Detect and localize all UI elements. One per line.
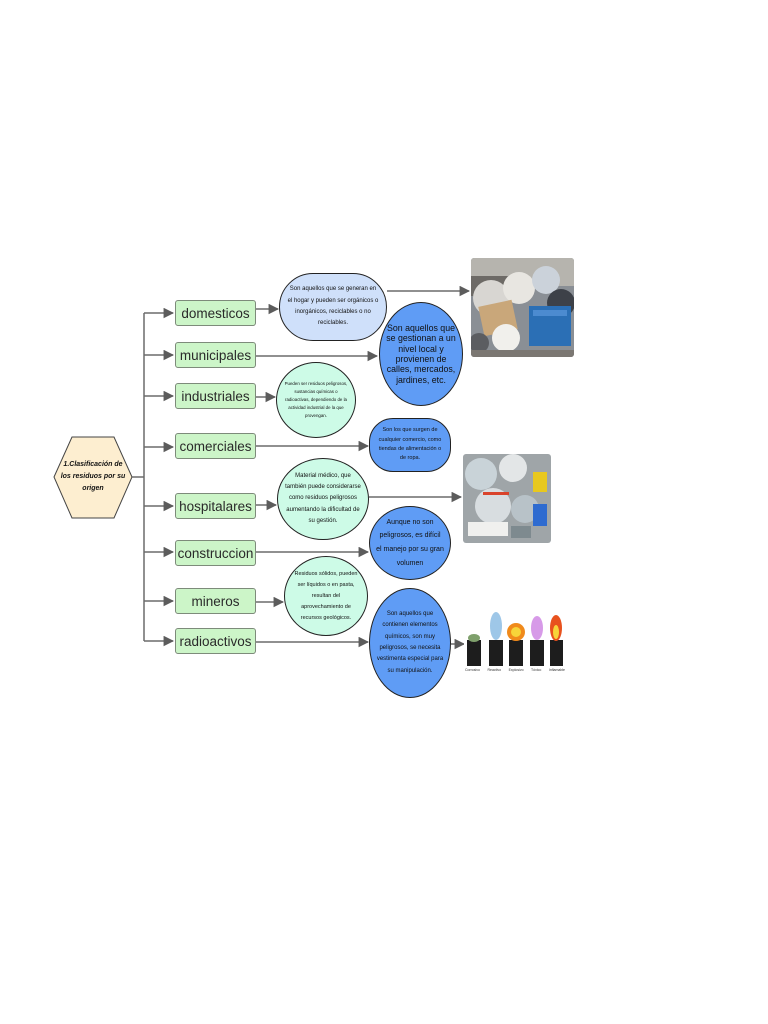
garbage-pile-photo [471,258,574,357]
category-label: domesticos [181,305,250,321]
description-text: Son los que surgen de cualquier comercio… [378,427,442,462]
hazard-drums-illustration [464,604,564,666]
category-mineros: mineros [175,588,256,614]
description-text: Pueden ser residuos peligrosos, sustanci… [284,381,348,418]
category-label: comerciales [179,438,252,454]
description-hospitalares: Material médico, que también puede consi… [277,458,369,540]
category-construccion: construccion [175,540,256,566]
category-label: industriales [181,388,250,404]
category-radioactivos: radioactivos [175,628,256,654]
hazard-label: Explosivo [508,668,524,672]
category-label: hospitalares [179,498,252,514]
description-text: Aunque no son peligrosos, es difícil el … [376,518,444,567]
description-municipales: Son aquellos que se gestionan a un nivel… [379,302,463,406]
hazard-labels: Corrosivo Reactivo Explosivo Tóxico Infl… [465,668,565,672]
root-label: 1.Clasificación de los residuos por su o… [60,461,126,492]
description-industriales: Pueden ser residuos peligrosos, sustanci… [276,362,356,438]
category-label: mineros [191,593,240,609]
hazard-label: Inflamable [548,668,565,672]
hazard-label: Reactivo [487,668,502,672]
category-domesticos: domesticos [175,300,256,326]
description-construccion: Aunque no son peligrosos, es difícil el … [369,506,451,580]
category-hospitalares: hospitalares [175,493,256,519]
garbage-pile-illustration [471,258,574,357]
category-label: municipales [179,347,252,363]
category-municipales: municipales [175,342,256,368]
hazard-label: Tóxico [531,668,542,672]
medical-waste-photo [463,454,551,543]
description-text: Son aquellos que se gestionan a un nivel… [386,322,456,385]
description-radioactivos: Son aquellos que contienen elementos quí… [369,588,451,698]
category-label: radioactivos [179,633,252,649]
category-label: construccion [177,545,254,561]
category-comerciales: comerciales [175,433,256,459]
description-text: Son aquellos que contienen elementos quí… [376,610,444,674]
description-text: Residuos sólidos, pueden ser líquidos o … [294,570,358,621]
root-node: 1.Clasificación de los residuos por su o… [54,436,132,518]
hazard-label: Corrosivo [465,668,480,672]
description-comerciales: Son los que surgen de cualquier comercio… [369,418,451,472]
hazard-drums [464,604,564,666]
description-text: Material médico, que también puede consi… [285,473,361,524]
description-domesticos: Son aquellos que se generan en el hogar … [279,273,387,341]
description-mineros: Residuos sólidos, pueden ser líquidos o … [284,556,368,636]
description-text: Son aquellos que se generan en el hogar … [287,286,379,327]
medical-waste-illustration [463,454,551,543]
category-industriales: industriales [175,383,256,409]
